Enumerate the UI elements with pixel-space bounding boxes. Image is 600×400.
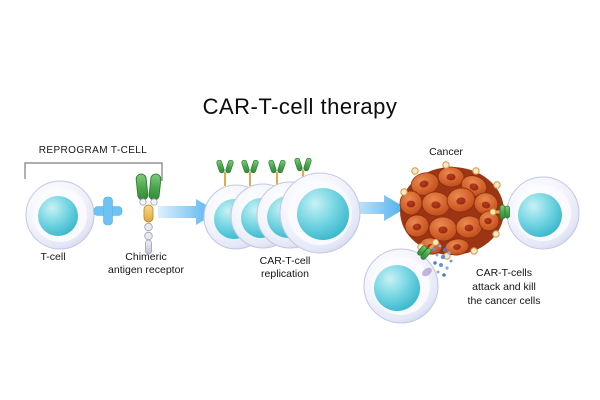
- car-t-cell-replication-group: [203, 157, 361, 254]
- t-cell: [25, 180, 95, 250]
- car-t-cell-attacking-bottom: [363, 248, 439, 324]
- reprogram-bracket: [24, 162, 163, 181]
- membrane-contact-spot: [422, 267, 432, 277]
- reprogram-heading: REPROGRAM T-CELL: [38, 145, 148, 156]
- car-receptor-icon: [135, 173, 162, 255]
- arrow-right-icon: [158, 199, 218, 225]
- attack-label-line3: the cancer cells: [467, 295, 541, 307]
- replicating-cell: [279, 172, 361, 254]
- t-cell-label: T-cell: [40, 251, 66, 263]
- cytotoxic-granules: [432, 244, 453, 277]
- car-t-cell-attacking-right: [506, 176, 580, 250]
- cancer-label: Cancer: [429, 146, 463, 158]
- attack-label: CAR-T-cells attack and kill the cancer c…: [468, 266, 541, 308]
- mini-car-receptor-icon: [417, 238, 440, 260]
- cancer-cells: [399, 166, 500, 256]
- mini-car-receptor-icon: [489, 204, 510, 220]
- replication-label-line1: CAR-T-cell: [259, 255, 311, 267]
- attack-label-line2: attack and kill: [472, 281, 536, 293]
- chimeric-antigen-receptor-label-line1: Chimeric: [125, 251, 167, 263]
- mini-car-receptor-icon: [241, 159, 259, 186]
- replication-label: CAR-T-cell replication: [260, 255, 311, 280]
- chimeric-antigen-receptor-label-line2: antigen receptor: [108, 263, 184, 276]
- replication-label-line2: replication: [261, 267, 309, 280]
- arrow-right-icon: [346, 195, 406, 221]
- mini-car-receptor-icon: [216, 159, 234, 186]
- mini-car-receptor-icon: [268, 159, 286, 186]
- page-title: CAR-T-cell therapy: [202, 94, 398, 119]
- cancer-tumor: [399, 161, 507, 260]
- chimeric-antigen-receptor-label: Chimeric antigen receptor: [108, 251, 184, 276]
- plus-icon: [93, 196, 123, 226]
- tumor-antigens: [400, 161, 507, 260]
- attack-label-line1: CAR-T-cells: [475, 267, 533, 279]
